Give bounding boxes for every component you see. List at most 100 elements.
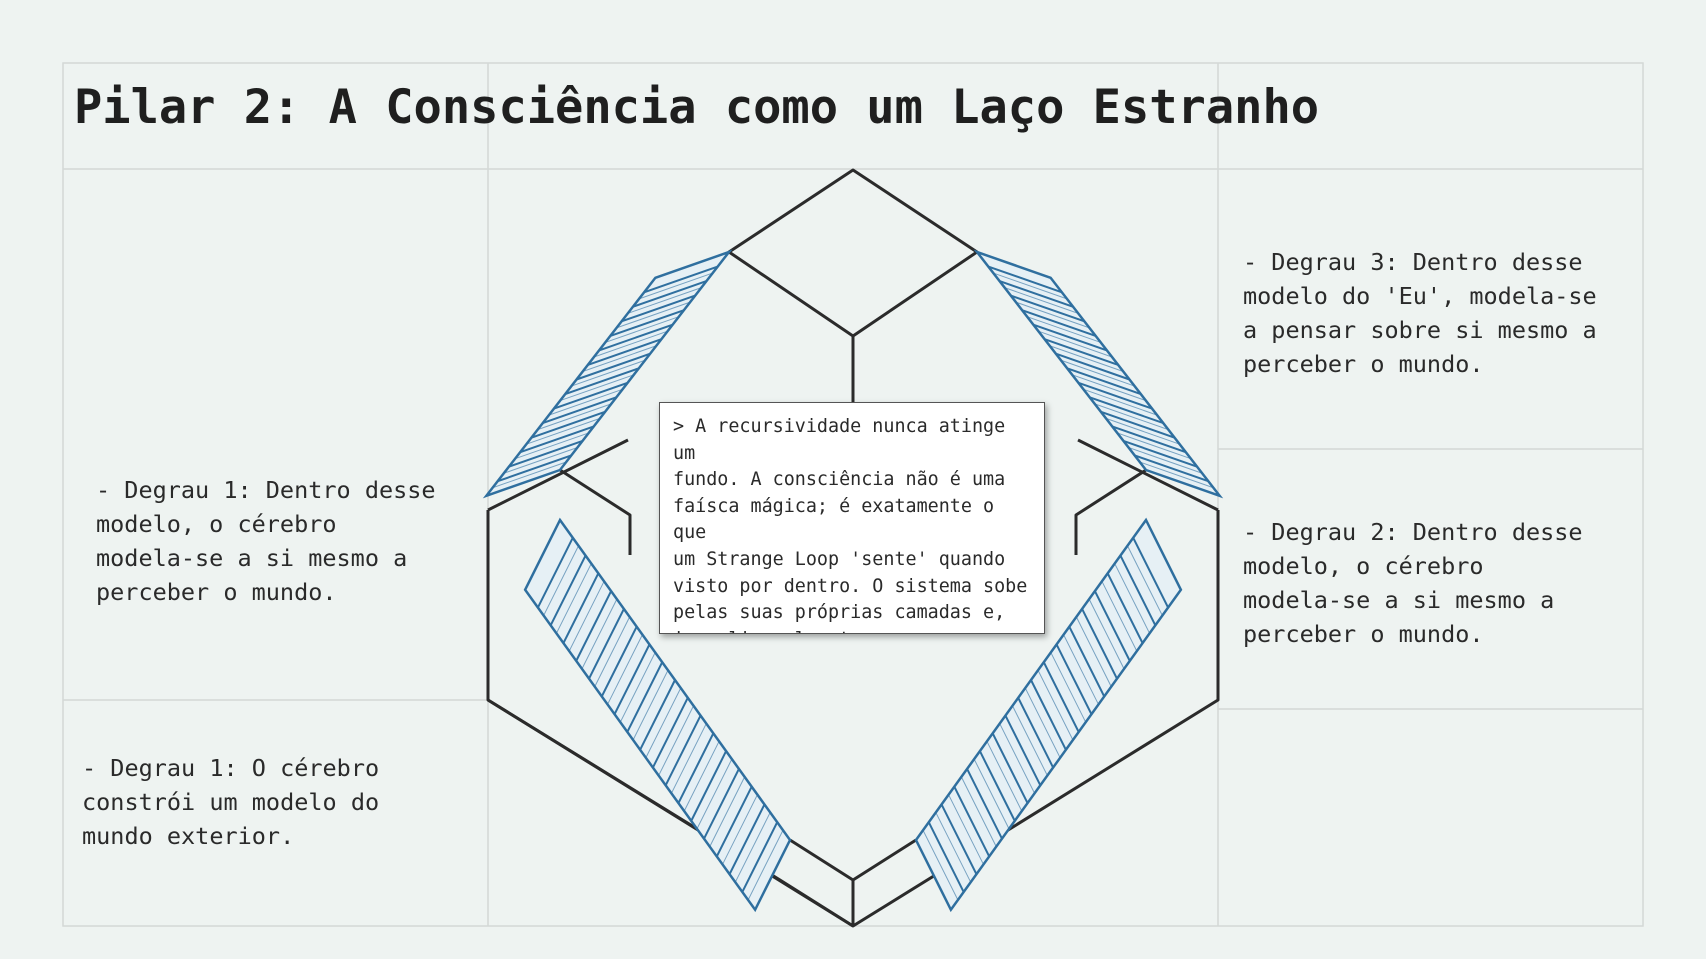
stair-step (1030, 679, 1067, 751)
stair-step (609, 309, 685, 337)
stair-step (553, 381, 628, 410)
stair-step (1078, 381, 1153, 410)
stair-step (1093, 590, 1131, 662)
stair-step (621, 294, 696, 323)
stair-riser (582, 345, 657, 372)
stairs-lower-left (523, 517, 792, 913)
stair-step (1017, 697, 1054, 768)
stair-riser (492, 461, 567, 489)
stair-riser (722, 794, 758, 865)
stair-step (1033, 323, 1108, 352)
stair-riser (593, 330, 668, 358)
stair-step (588, 608, 625, 680)
stair-step (728, 803, 766, 875)
stair-riser (670, 723, 707, 794)
stair-riser (1139, 461, 1214, 489)
stair-riser (1075, 616, 1112, 687)
stair-step (677, 732, 715, 804)
stair-riser (999, 723, 1036, 794)
stair-riser (696, 758, 733, 830)
stair-step (626, 661, 664, 733)
stair-step (991, 732, 1029, 804)
stair-riser (1026, 316, 1101, 343)
stair-riser (526, 417, 601, 445)
stair-riser (503, 447, 578, 474)
stair-riser (571, 359, 646, 387)
stair-riser (1038, 330, 1113, 358)
stair-riser (638, 272, 713, 300)
stair-riser (605, 316, 680, 343)
stair-step (1100, 410, 1175, 439)
stair-step (508, 439, 583, 468)
stair-riser (658, 705, 694, 776)
stair-riser (1083, 388, 1158, 416)
stair-step (1123, 439, 1198, 468)
stair-step (1010, 294, 1085, 323)
stair-step (987, 265, 1063, 294)
stair-riser (935, 812, 972, 883)
stair-step (531, 410, 606, 439)
stair-step (1004, 715, 1042, 786)
stair-step (587, 338, 662, 366)
stair-riser (1105, 417, 1180, 445)
stair-step (643, 265, 719, 294)
stair-step (1066, 367, 1142, 395)
stair-riser (1060, 359, 1135, 387)
stair-riser (1127, 545, 1163, 616)
stair-step (966, 768, 1003, 840)
stair-riser (514, 432, 589, 460)
note-step-2: - Degrau 2: Dentro desse modelo, o céreb… (1243, 518, 1583, 648)
stair-riser (560, 374, 634, 402)
stair-step (1055, 352, 1130, 381)
stair-step (1106, 572, 1144, 644)
stair-step (564, 367, 640, 395)
stair-riser (619, 652, 656, 723)
stair-riser (1114, 563, 1151, 634)
stair-step (639, 679, 676, 751)
stair-step (576, 352, 651, 381)
stair-step (537, 537, 574, 608)
stair-step (519, 425, 595, 454)
stair-step (632, 280, 707, 308)
stair-step (1021, 309, 1097, 337)
stair-riser (616, 301, 691, 329)
stair-step (690, 750, 728, 822)
slide-title: Pilar 2: A Consciência como um Laço Estr… (74, 80, 1320, 135)
stair-riser (1117, 432, 1192, 460)
stair-step (1111, 425, 1187, 454)
stair-riser (683, 741, 720, 812)
stair-step (549, 555, 587, 626)
stair-riser (1024, 687, 1061, 758)
stair-step (927, 821, 965, 893)
staircase-steps (482, 249, 1224, 913)
stair-riser (1072, 374, 1146, 402)
stair-riser (627, 287, 702, 314)
stair-riser (543, 545, 579, 616)
stair-riser (1063, 634, 1099, 705)
stair-riser (1012, 705, 1048, 776)
stair-riser (537, 403, 612, 431)
stair-riser (1088, 598, 1125, 670)
stair-step (652, 697, 689, 768)
stair-step (1044, 338, 1119, 366)
stair-riser (709, 776, 746, 847)
stair-step (598, 323, 673, 352)
stair-riser (581, 598, 618, 670)
note-step-1-outer: - Degrau 1: O cérebro constrói um modelo… (82, 754, 380, 850)
stair-riser (922, 829, 959, 901)
stair-step (497, 454, 572, 483)
stair-step (1132, 537, 1169, 608)
recursion-callout: > A recursividade nunca atinge um fundo.… (659, 402, 1045, 634)
stair-riser (594, 616, 631, 687)
stair-step (575, 590, 613, 662)
stair-step (940, 803, 978, 875)
stair-riser (960, 776, 997, 847)
stair-riser (632, 669, 669, 741)
stair-riser (1049, 345, 1124, 372)
stair-riser (1101, 581, 1138, 652)
stairs-upper-left (482, 249, 733, 499)
stair-riser (548, 388, 623, 416)
stair-step (715, 786, 753, 857)
stair-riser (1094, 403, 1169, 431)
